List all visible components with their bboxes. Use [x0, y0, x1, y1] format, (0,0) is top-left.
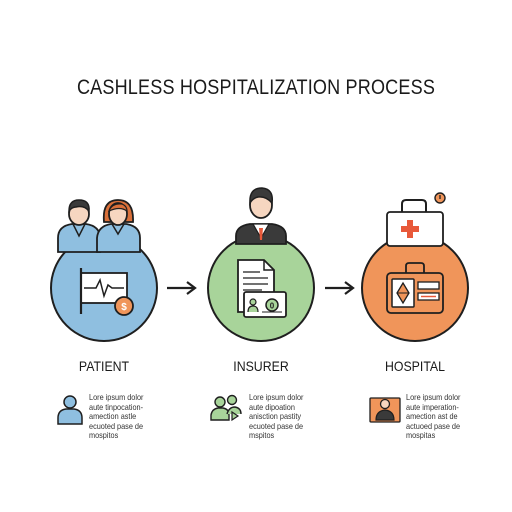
svg-text:0: 0 [270, 302, 275, 311]
description-line: aute dipoation [249, 401, 295, 412]
step-label-hospital: HOSPITAL [384, 358, 446, 374]
insurer-team-icon [210, 394, 242, 422]
step-description-insurer: Lore ipsum dolor aute dipoation anisctio… [249, 392, 344, 441]
insurer-agent-icon [235, 187, 287, 245]
description-line: ecuoted pase de [89, 420, 144, 431]
step-description-hospital: Lore ipsum dolor aute imperation- amecti… [406, 392, 501, 441]
description-line: aute imperation- [406, 401, 459, 412]
step-description-patient: Lore ipsum dolor aute tinpocation- amect… [89, 392, 184, 441]
description-line: ecuoted pase de [249, 420, 304, 431]
arrow-icon [325, 281, 355, 295]
step-label-insurer: INSURER [233, 358, 289, 374]
description-line: aute tinpocation- [89, 401, 144, 412]
step-insurer: 0 [207, 187, 315, 342]
description-line: Lore ipsum dolor [406, 392, 461, 402]
arrow-icon [167, 281, 197, 295]
description-line: Lore ipsum dolor [89, 392, 144, 402]
description-line: mospitas [406, 430, 436, 440]
description-line: Lore ipsum dolor [249, 392, 304, 402]
description-line: anisction pastity [249, 411, 302, 421]
step-patient: $ [50, 199, 158, 342]
hospital-kit-icon [386, 262, 444, 314]
doctor-icon [369, 397, 401, 423]
page-title: CASHLESS HOSPITALIZATION PROCESS [76, 76, 436, 99]
description-line: amection ast de [406, 411, 458, 421]
person-icon [57, 395, 83, 425]
patient-board-icon: $ [79, 268, 134, 316]
patient-couple-icon [57, 199, 141, 253]
step-label-patient: PATIENT [78, 358, 130, 374]
description-line: amection astle [89, 411, 137, 421]
description-line: mospitos [89, 430, 119, 440]
description-line: mspitos [249, 430, 275, 440]
svg-text:$: $ [121, 302, 127, 313]
description-line: actuoed pase de [406, 420, 461, 431]
first-aid-kit-icon [386, 192, 446, 247]
step-hospital [361, 192, 469, 342]
insurance-card-icon: 0 [243, 291, 287, 318]
